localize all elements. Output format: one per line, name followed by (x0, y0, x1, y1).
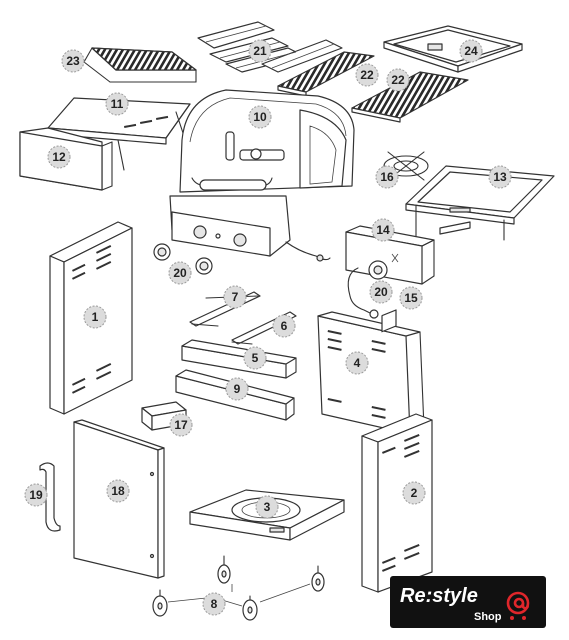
svg-text:21: 21 (253, 44, 267, 58)
callout-20a: 20 (168, 261, 192, 285)
side-burner-shelf (405, 165, 555, 241)
svg-text:20: 20 (374, 285, 388, 299)
svg-text:23: 23 (66, 54, 80, 68)
grease-tray (383, 25, 523, 73)
svg-text:3: 3 (264, 500, 271, 514)
svg-text:7: 7 (232, 290, 239, 304)
side-burner-grate (383, 151, 429, 181)
grill-head (179, 89, 355, 193)
svg-text:15: 15 (404, 291, 418, 305)
brand-name: Re:style (400, 585, 478, 607)
callout-13: 13 (488, 165, 512, 189)
callout-22a: 22 (355, 63, 379, 87)
svg-text:11: 11 (111, 97, 124, 111)
svg-text:9: 9 (234, 382, 241, 396)
callout-18: 18 (106, 479, 130, 503)
callout-23: 23 (61, 49, 85, 73)
callout-6: 6 (272, 314, 296, 338)
svg-text:19: 19 (29, 488, 43, 502)
control-knobs (153, 243, 213, 275)
svg-text:13: 13 (493, 170, 507, 184)
side-burner-valve (347, 253, 399, 319)
door-handle (39, 462, 61, 532)
svg-text:18: 18 (111, 484, 125, 498)
svg-text:12: 12 (52, 150, 66, 164)
callout-4: 4 (345, 351, 369, 375)
callout-labels: 23 21 24 22 22 11 10 12 16 13 14 20 20 1… (24, 39, 512, 616)
shopping-cart-at-icon (506, 591, 530, 620)
svg-text:22: 22 (391, 73, 405, 87)
callout-8: 8 (202, 592, 226, 616)
svg-text:16: 16 (380, 170, 394, 184)
callout-24: 24 (459, 39, 483, 63)
callout-9: 9 (225, 377, 249, 401)
svg-text:5: 5 (252, 351, 259, 365)
callout-2: 2 (402, 481, 426, 505)
right-cart-panel (361, 309, 433, 593)
callout-20b: 20 (369, 280, 393, 304)
callout-11: 11 (105, 92, 129, 116)
callout-12: 12 (47, 145, 71, 169)
svg-text:17: 17 (174, 418, 188, 432)
callout-7: 7 (223, 285, 247, 309)
callout-21: 21 (248, 39, 272, 63)
callout-17: 17 (169, 413, 193, 437)
warming-rack (83, 47, 197, 83)
callout-10: 10 (248, 105, 272, 129)
callout-16: 16 (375, 165, 399, 189)
left-side-shelf (47, 97, 193, 171)
rear-panel (317, 311, 425, 435)
callout-15: 15 (399, 286, 423, 310)
svg-text:20: 20 (173, 266, 187, 280)
svg-text:8: 8 (211, 597, 218, 611)
svg-text:4: 4 (354, 356, 361, 370)
brand-logo: Re:style Shop (390, 576, 546, 628)
svg-text:2: 2 (411, 486, 418, 500)
callout-1: 1 (83, 305, 107, 329)
svg-text:1: 1 (92, 310, 99, 324)
callout-3: 3 (255, 495, 279, 519)
casters (152, 555, 325, 621)
control-panel (169, 195, 331, 262)
callout-14: 14 (371, 218, 395, 242)
brand-sub: Shop (474, 611, 502, 623)
callout-19: 19 (24, 483, 48, 507)
callout-5: 5 (243, 346, 267, 370)
svg-text:24: 24 (464, 44, 478, 58)
svg-text:22: 22 (360, 68, 374, 82)
front-rail (181, 339, 297, 379)
svg-text:14: 14 (376, 223, 390, 237)
callout-22b: 22 (386, 68, 410, 92)
svg-text:10: 10 (253, 110, 267, 124)
svg-text:6: 6 (281, 319, 288, 333)
